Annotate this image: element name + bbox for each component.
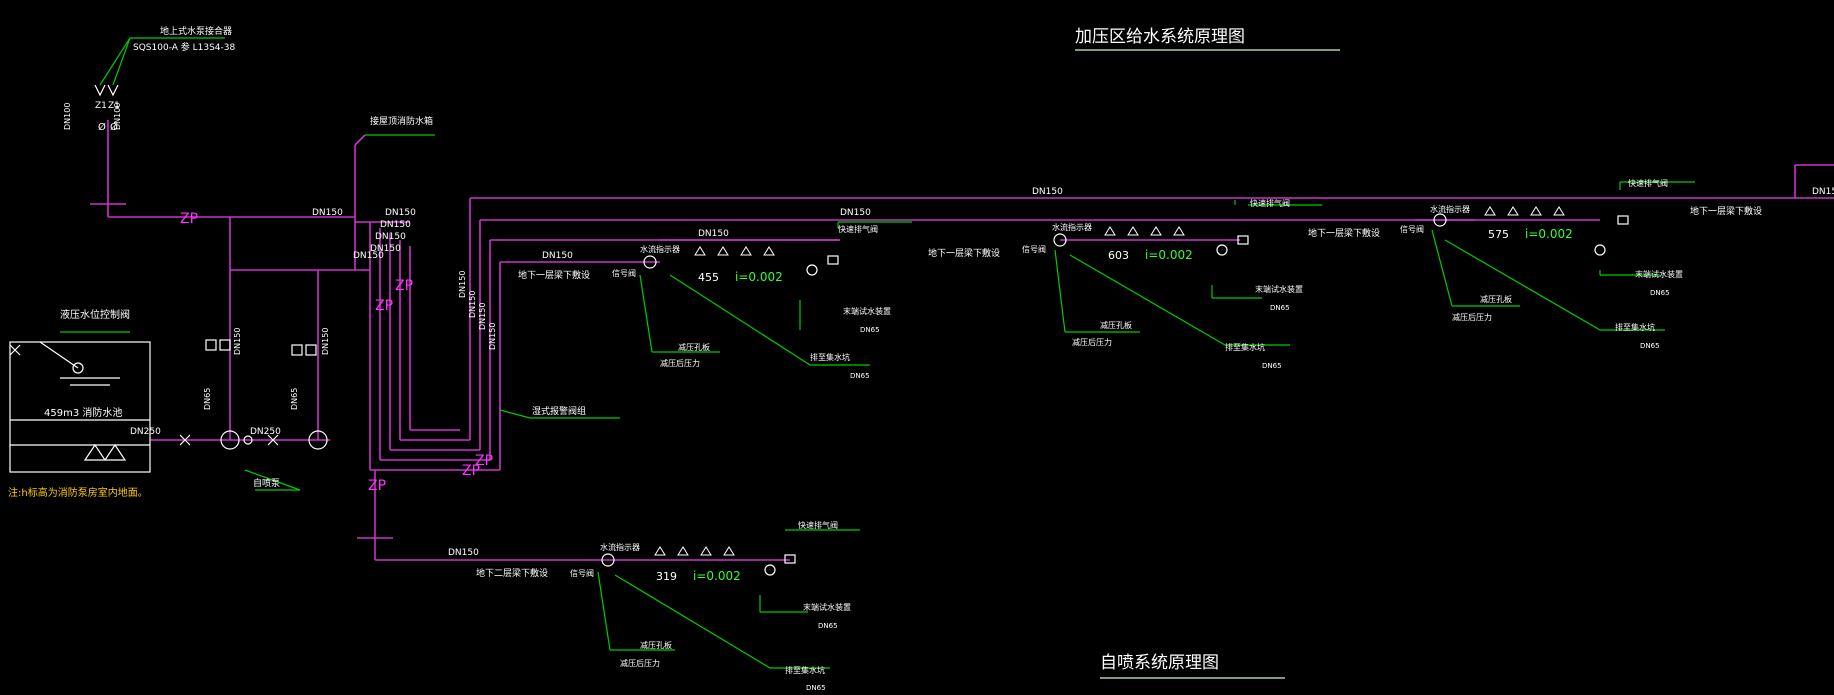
dn250-label-2: DN250 [250,427,281,437]
z1-drain: 排至集水坑 [810,352,850,362]
floor1-a: 地下一层梁下敷设 [518,269,590,281]
z3-drain: 排至集水坑 [1615,322,1655,332]
z4-drain: 排至集水坑 [785,665,825,675]
z1-exhaust: 快速排气阀 [838,224,878,234]
z2-dn5: DN65 [1270,304,1290,312]
z3-exhaust: 快速排气阀 [1628,178,1668,188]
dn65-v2: DN65 [290,388,299,410]
zp-main: ZP [180,211,198,227]
pipe-network [90,120,1834,561]
dn150-v1: DN150 [233,328,242,355]
z3-indicator: 水流指示器 [1430,204,1470,214]
connector-model: SQS100-A 参 L13S4-38 [133,41,235,53]
z4-slope: i=0.002 [693,569,741,583]
z1-elev: 455 [698,271,719,284]
sprinkler-heads [654,206,1565,556]
zp-v2: ZP [395,278,413,294]
z1-left: Z1 [95,101,107,111]
z4-floor2: 地下二层梁下敷设 [476,567,548,579]
dn150-main: DN150 [312,208,343,218]
dn150-riser-d: DN150 [488,323,497,350]
flow-switch-label: 湿式报警阀组 [532,405,586,417]
z1-reducer: 减压孔板 [678,342,710,352]
floor1-c: 地下一层梁下敷设 [1308,227,1380,239]
dn150-r4: DN150 [370,244,401,254]
note-label: 注:h标高为消防泵房室内地面。 [8,486,148,499]
z1-reducer-p: 减压后压力 [660,358,700,368]
z1-signal: 信号阀 [612,268,636,278]
z4-dn5b: DN65 [806,684,826,692]
z2-elev: 603 [1108,249,1129,262]
dn150-r5: DN150 [353,251,384,261]
z4-dn150: DN150 [448,548,479,558]
z4-test: 末端试水装置 [803,602,851,612]
zp-v3: ZP [475,453,493,469]
dn150-r1: DN150 [385,208,416,218]
floor1-d: 地下一层梁下敷设 [1690,205,1762,217]
z1-indicator: 水流指示器 [640,244,680,254]
dn150-f1: DN150 [840,208,871,218]
dn15-top: DN15 [1812,187,1834,197]
z4-signal: 信号阀 [570,568,594,578]
z4-elev: 319 [656,570,677,583]
z1-test: 末端试水装置 [843,306,891,316]
z1-dn5: DN65 [850,372,870,380]
dn100-right: DN100 [113,103,122,130]
leader-lines [60,37,1695,679]
z1-slope: i=0.002 [735,270,783,284]
z2-signal: 信号阀 [1022,244,1046,254]
dn150-f3: DN150 [542,251,573,261]
z4-indicator: 水流指示器 [600,542,640,552]
dn100-left: DN100 [63,103,72,130]
svg-text:Ø: Ø [98,121,106,133]
dn250-label: DN250 [130,427,161,437]
title-sprinkler: 自喷系统原理图 [1100,653,1219,673]
z2-reducer: 减压孔板 [1100,320,1132,330]
dn150-riser-a: DN150 [458,271,467,298]
dn150-v2: DN150 [321,328,330,355]
dn150-r2: DN150 [380,220,411,230]
z4-dn5: DN65 [818,622,838,630]
z2-indicator: 水流指示器 [1052,222,1092,232]
dn150-f2: DN150 [698,229,729,239]
pump-label: 自喷泵 [253,477,280,489]
z1-right: Z1 [108,101,120,111]
device-symbols: Ø Ø [9,84,1629,576]
connector-label: 地上式水泵接合器 [160,25,232,37]
dn150-top: DN150 [1032,187,1063,197]
dn65-v1: DN65 [203,388,212,410]
z4-reducer-p: 减压后压力 [620,658,660,668]
zp-lower: ZP [368,478,386,494]
title-pressurized: 加压区给水系统原理图 [1075,27,1245,47]
dn150-riser-c: DN150 [478,303,487,330]
z3-reducer: 减压孔板 [1480,294,1512,304]
z2-dn5b: DN65 [1262,362,1282,370]
z3-dn5: DN65 [1650,289,1670,297]
z2-slope: i=0.002 [1145,248,1193,262]
z2-test: 末端试水装置 [1255,284,1303,294]
z3-reducer-p: 减压后压力 [1452,312,1492,322]
z3-elev: 575 [1488,228,1509,241]
z4-exhaust: 快速排气阀 [798,520,838,530]
z3-slope: i=0.002 [1525,227,1573,241]
dn150-r3: DN150 [375,232,406,242]
z4-reducer: 减压孔板 [640,640,672,650]
dn150-riser-b: DN150 [468,291,477,318]
z3-test: 末端试水装置 [1635,269,1683,279]
z2-drain: 排至集水坑 [1225,342,1265,352]
floor1-b: 地下一层梁下敷设 [928,247,1000,259]
z1-dn25: DN65 [860,326,880,334]
svg-text:Ø: Ø [110,121,118,133]
roof-tank-label: 接屋顶消防水箱 [370,115,433,127]
zp-v4: ZP [462,463,480,479]
zp-v1: ZP [375,298,393,314]
z3-signal: 信号阀 [1400,224,1424,234]
z2-reducer-p: 减压后压力 [1072,337,1112,347]
tank-volume-label: 459m3 消防水池 [44,406,122,419]
z2-exhaust: 快速排气阀 [1250,198,1290,208]
z3-dn5b: DN65 [1640,342,1660,350]
tank-level-label: 液压水位控制阀 [60,308,130,321]
